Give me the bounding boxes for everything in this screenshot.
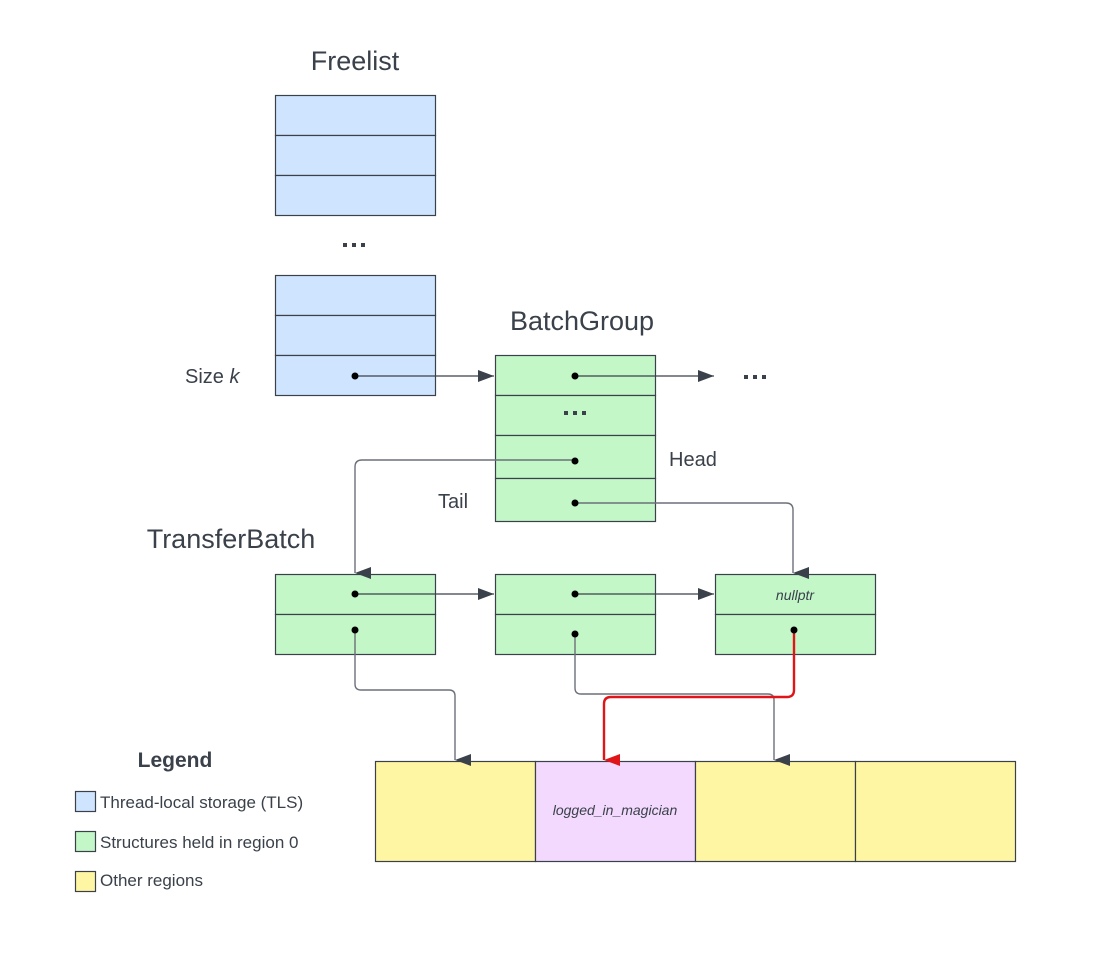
freelist-title: Freelist bbox=[311, 46, 400, 76]
tail-to-transferbatch-arrow bbox=[575, 502, 809, 579]
freelist-slot bbox=[274, 134, 437, 177]
batchgroup-head-slot bbox=[494, 434, 657, 480]
size-k-label: Size k bbox=[185, 366, 240, 388]
pointer-dot bbox=[351, 372, 359, 380]
pointer-dot bbox=[571, 630, 579, 638]
pointer-dot bbox=[351, 590, 359, 598]
freelist-slot bbox=[274, 174, 437, 217]
nullptr-label: nullptr bbox=[776, 587, 815, 603]
batchgroup-middle-slot bbox=[494, 394, 657, 437]
other-region-block bbox=[854, 760, 1017, 863]
legend-swatch-tls bbox=[74, 790, 97, 813]
pointer-dot bbox=[351, 626, 359, 634]
legend-label-region0: Structures held in region 0 bbox=[100, 833, 298, 852]
head-label: Head bbox=[669, 449, 717, 471]
pointer-dot bbox=[790, 626, 798, 634]
batchgroup-block bbox=[494, 354, 657, 523]
transferbatch-1-block-arrow bbox=[354, 630, 471, 766]
tail-label: Tail bbox=[438, 491, 468, 513]
transferbatch-title: TransferBatch bbox=[147, 524, 316, 554]
legend: Legend Thread-local storage (TLS) Struct… bbox=[74, 749, 303, 893]
freelist-ellipsis-icon bbox=[343, 243, 365, 247]
batchgroup-ellipsis-icon bbox=[564, 411, 586, 415]
head-to-transferbatch-arrow bbox=[354, 459, 575, 579]
freelist-slot bbox=[274, 274, 437, 317]
transferbatch-block-slot bbox=[714, 613, 877, 656]
highlighted-arrow-to-victim bbox=[602, 630, 796, 766]
pointer-dot bbox=[571, 590, 579, 598]
next-group-ellipsis-icon bbox=[744, 375, 766, 379]
legend-label-tls: Thread-local storage (TLS) bbox=[100, 793, 303, 812]
freelist-slot bbox=[274, 314, 437, 357]
pointer-dot bbox=[571, 457, 579, 465]
victim-label: logged_in_magician bbox=[553, 802, 678, 818]
legend-label-other: Other regions bbox=[100, 871, 203, 890]
transferbatch-next-slot bbox=[714, 573, 877, 616]
legend-title: Legend bbox=[138, 749, 213, 772]
freelist-slot bbox=[274, 94, 437, 137]
memory-region-row: logged_in_magician bbox=[374, 760, 1017, 863]
pointer-dot bbox=[571, 499, 579, 507]
batchgroup-title: BatchGroup bbox=[510, 306, 654, 336]
legend-swatch-region0 bbox=[74, 830, 97, 853]
other-region-block bbox=[374, 760, 537, 863]
pointer-dot bbox=[571, 372, 579, 380]
other-region-block bbox=[694, 760, 857, 863]
legend-swatch-other bbox=[74, 870, 97, 893]
freelist-top-block bbox=[274, 94, 437, 217]
transferbatch-3: nullptr bbox=[714, 573, 877, 656]
